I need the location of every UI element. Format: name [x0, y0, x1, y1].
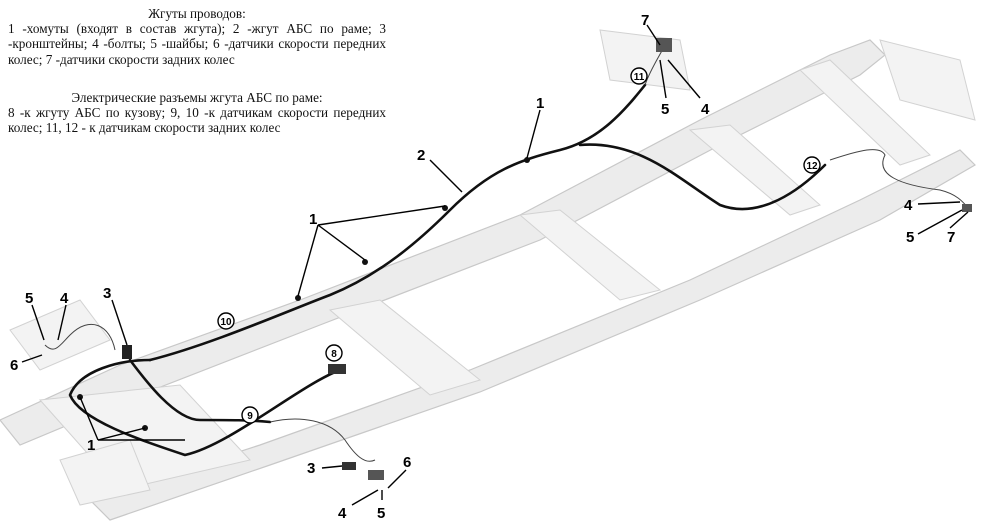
connector-8: 8 — [325, 344, 343, 362]
connector-labels: 8 9 10 11 12 — [217, 67, 821, 424]
callout-7-top: 7 — [641, 12, 649, 29]
callout-5-top: 5 — [661, 101, 669, 118]
callout-5-left: 5 — [25, 290, 33, 307]
connector-10: 10 — [217, 312, 235, 330]
connector-9: 9 — [241, 406, 259, 424]
caption-harness: Жгуты проводов: 1 -хомуты (входят в сост… — [8, 6, 386, 67]
sensor-lead-front-left — [44, 323, 116, 351]
callout-6-left: 6 — [10, 357, 18, 374]
sensor-lead-front-right — [269, 418, 376, 462]
clamp-marker — [295, 295, 301, 301]
sensor-lead-rear-right — [829, 149, 971, 211]
bracket-front-left — [122, 345, 132, 359]
components — [77, 38, 972, 480]
caption-connectors-text: 8 -к жгуту АБС по кузову; 9, 10 -к датчи… — [8, 105, 386, 136]
harness-front-loop — [68, 358, 342, 457]
sensor-front-right — [368, 470, 384, 480]
svg-text:9: 9 — [247, 411, 253, 422]
connector-8-body — [328, 364, 346, 374]
callout-2: 2 — [417, 147, 425, 164]
caption-connectors: Электрические разъемы жгута АБС по раме:… — [8, 90, 386, 136]
callouts: 1 2 1 1 3 5 4 6 7 5 4 4 5 7 3 6 4 5 — [10, 12, 955, 522]
callout-1-mid: 1 — [309, 211, 317, 228]
svg-text:11: 11 — [634, 72, 645, 83]
callout-4-top: 4 — [701, 101, 710, 118]
sensor-rear-right — [962, 204, 972, 212]
sensor-rear-left — [656, 38, 672, 52]
caption-harness-text: 1 -хомуты (входят в состав жгута); 2 -жг… — [8, 21, 386, 67]
callout-4-right: 4 — [904, 197, 913, 214]
harness-main-line — [148, 83, 647, 362]
clamp-marker — [524, 157, 530, 163]
caption-connectors-title: Электрические разъемы жгута АБС по раме: — [71, 90, 323, 105]
callout-5-bottom: 5 — [377, 505, 385, 522]
connector-11: 11 — [630, 67, 648, 85]
callout-4-left: 4 — [60, 290, 69, 307]
bracket-front-right — [342, 462, 356, 470]
callout-5-right: 5 — [906, 229, 914, 246]
callout-1-bottom: 1 — [87, 437, 95, 454]
callout-3-left: 3 — [103, 285, 111, 302]
leader-lines — [21, 24, 969, 506]
callout-6-bottom: 6 — [403, 454, 411, 471]
svg-text:8: 8 — [331, 349, 337, 360]
connector-12: 12 — [803, 156, 821, 174]
harness-rear-branch — [578, 143, 827, 211]
caption-harness-title: Жгуты проводов: — [148, 6, 246, 21]
vehicle-frame — [0, 29, 976, 521]
abs-harness — [44, 44, 971, 462]
callout-7-right: 7 — [947, 229, 955, 246]
callout-3-bottom: 3 — [307, 460, 315, 477]
callout-4-bottom: 4 — [338, 505, 347, 522]
svg-text:12: 12 — [806, 161, 818, 172]
callout-1-top: 1 — [536, 95, 544, 112]
svg-text:10: 10 — [220, 317, 232, 328]
clamp-marker — [362, 259, 368, 265]
